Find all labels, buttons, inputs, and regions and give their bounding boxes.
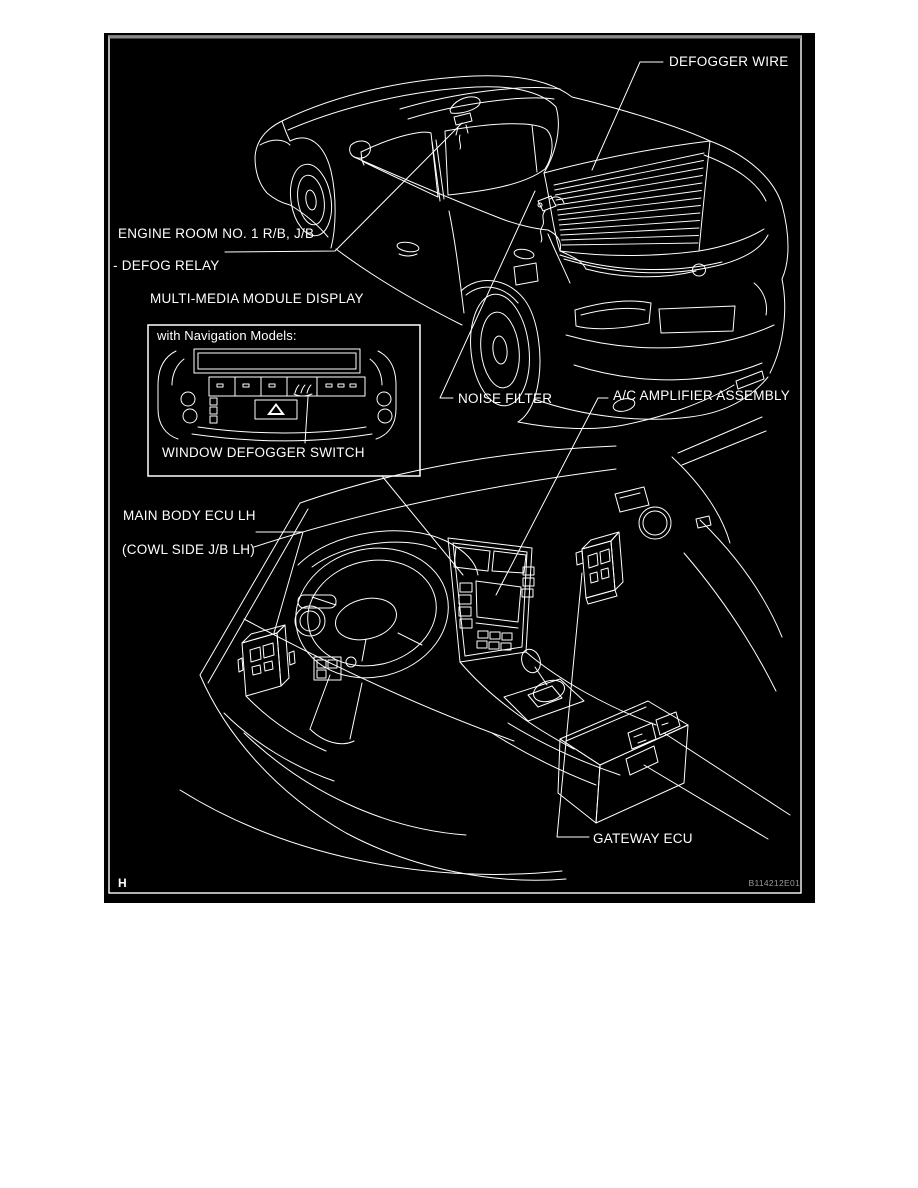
rear-window-defogger-grid xyxy=(553,152,705,246)
label-multimedia-display: MULTI-MEDIA MODULE DISPLAY xyxy=(150,291,364,306)
rear-window xyxy=(543,140,711,256)
component-location-figure: DEFOGGER WIRE ENGINE ROOM NO. 1 R/B, J/B… xyxy=(104,33,815,903)
left-taillight xyxy=(574,300,652,330)
side-mirror xyxy=(349,140,371,166)
leader-defogger-wire xyxy=(591,61,664,171)
label-noise-filter: NOISE FILTER xyxy=(458,391,552,406)
antenna-assembly xyxy=(449,96,481,150)
figure-frame xyxy=(108,35,802,894)
vehicle-rear-illustration xyxy=(254,75,789,430)
gear-shifter xyxy=(503,648,585,722)
nav-screen xyxy=(475,580,522,623)
console-armrest-box xyxy=(557,700,689,824)
exhaust-tip xyxy=(612,398,636,412)
leader-ac-amplifier xyxy=(495,397,609,596)
rear-door-handle xyxy=(513,248,535,260)
label-main-body-ecu: MAIN BODY ECU LH xyxy=(123,508,256,523)
leader-defog-relay xyxy=(224,122,463,253)
center-stack-display xyxy=(447,537,535,663)
label-ac-amplifier: A/C AMPLIFIER ASSEMBLY xyxy=(613,388,790,403)
inset-heading: with Navigation Models: xyxy=(156,328,297,343)
label-cowl-side-jb: (COWL SIDE J/B LH) xyxy=(122,542,255,557)
right-dash-vent xyxy=(614,486,650,513)
noise-filter-component xyxy=(537,195,565,243)
leader-gateway-ecu xyxy=(556,572,590,838)
fuel-lid xyxy=(513,262,539,286)
rear-wheel xyxy=(460,280,541,423)
main-body-ecu-box xyxy=(237,624,296,697)
label-defog-relay: - DEFOG RELAY xyxy=(113,258,220,273)
front-wheel xyxy=(289,163,333,237)
front-door-handle xyxy=(396,241,420,253)
leader-defogger-switch xyxy=(304,396,309,444)
right-dash-speaker xyxy=(638,506,672,540)
hazard-switch xyxy=(254,399,298,420)
label-window-defogger-switch: WINDOW DEFOGGER SWITCH xyxy=(162,445,365,460)
defogger-switch-icon xyxy=(293,384,313,397)
leader-inset-to-dash xyxy=(381,475,464,576)
leader-noise-filter xyxy=(439,190,536,399)
steering-wheel xyxy=(295,547,449,679)
hazard-icon xyxy=(267,403,285,415)
trunk-emblem xyxy=(692,263,706,277)
figure-code: B114212E01 xyxy=(748,878,800,888)
gateway-ecu-box xyxy=(575,531,624,605)
dashboard-illustration xyxy=(179,416,791,881)
license-plate-recess xyxy=(658,305,736,334)
label-gateway-ecu: GATEWAY ECU xyxy=(593,831,693,846)
nav-models-inset xyxy=(147,324,421,477)
leader-main-body-ecu xyxy=(255,531,304,634)
label-defogger-wire: DEFOGGER WIRE xyxy=(669,54,789,69)
climate-control-panel xyxy=(157,348,397,442)
page-marker: H xyxy=(118,876,127,890)
label-engine-room-jb: ENGINE ROOM NO. 1 R/B, J/B xyxy=(118,226,314,241)
